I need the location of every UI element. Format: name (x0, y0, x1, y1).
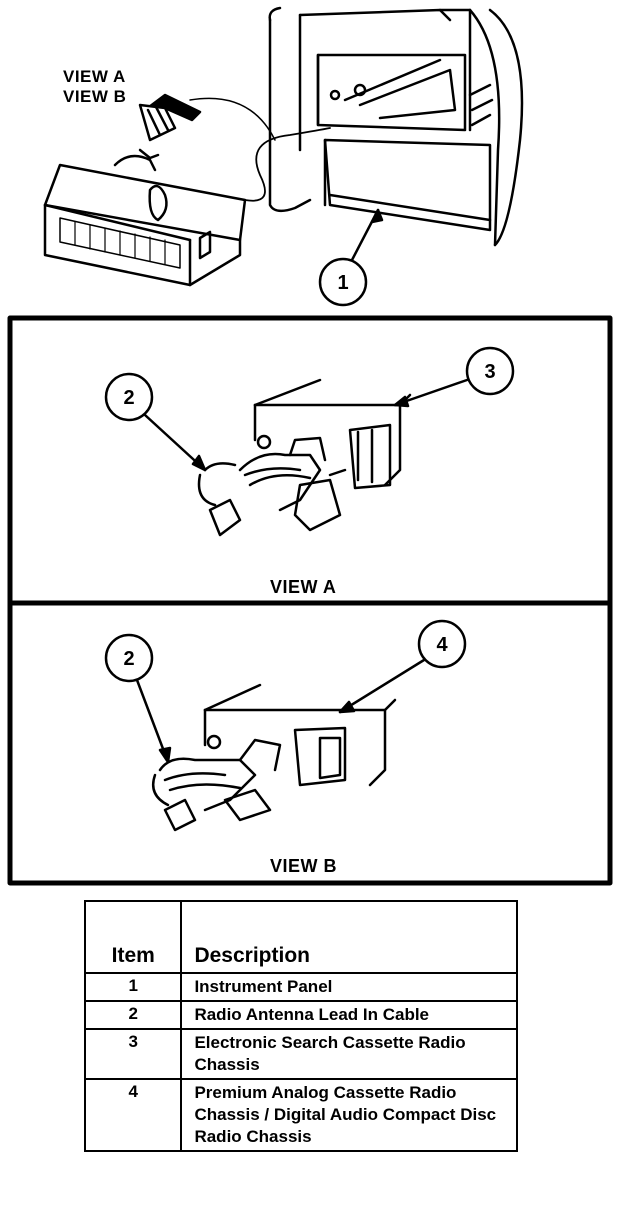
callout-2b-circle (104, 633, 154, 683)
table-row: 2 Radio Antenna Lead In Cable (83, 1000, 518, 1030)
legend-item: 4 (83, 1078, 183, 1152)
view-b-caption: VIEW B (270, 856, 338, 876)
view-a-radio-drawing (197, 378, 412, 537)
callout-3: 3 (484, 361, 495, 383)
view-b-label: VIEW B (63, 87, 127, 106)
callout-4-circle (417, 619, 467, 669)
view-arrow-icon (138, 93, 202, 142)
legend-item: 1 (83, 972, 183, 1002)
legend-item: 3 (83, 1028, 183, 1080)
legend-description: Premium Analog Cassette Radio Chassis / … (180, 1078, 518, 1152)
legend-header-description: Description (180, 900, 518, 974)
legend-item: 2 (83, 1000, 183, 1030)
legend-header-row: Item Description (83, 900, 518, 974)
legend-header-item: Item (83, 900, 183, 974)
view-a-caption: VIEW A (270, 577, 337, 597)
callout-3-circle (465, 346, 515, 396)
legend-description: Instrument Panel (180, 972, 518, 1002)
table-row: 1 Instrument Panel (83, 972, 518, 1002)
view-a-frame (7, 315, 613, 606)
callout-4: 4 (436, 634, 448, 656)
callout-2a-circle (104, 372, 154, 422)
legend-description: Radio Antenna Lead In Cable (180, 1000, 518, 1030)
table-row: 4 Premium Analog Cassette Radio Chassis … (83, 1078, 518, 1152)
callout-1: 1 (337, 272, 348, 294)
view-a-label: VIEW A (63, 67, 126, 86)
view-b-radio-drawing (151, 683, 397, 832)
legend-table: Item Description 1 Instrument Panel 2 Ra… (83, 900, 518, 1152)
radio-chassis-drawing (43, 97, 331, 287)
table-row: 3 Electronic Search Cassette Radio Chass… (83, 1028, 518, 1080)
callout-2a: 2 (123, 387, 134, 409)
view-b-frame (7, 600, 613, 886)
callout-2b: 2 (123, 648, 134, 670)
callout-1-circle (318, 257, 368, 307)
instrument-panel-drawing (268, 6, 524, 247)
legend-description: Electronic Search Cassette Radio Chassis (180, 1028, 518, 1080)
